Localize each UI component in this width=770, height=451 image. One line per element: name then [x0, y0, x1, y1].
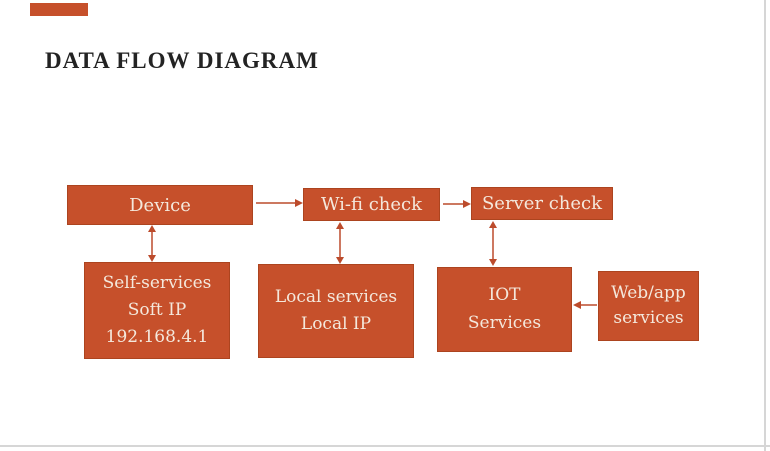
node-self-services-line2: Soft IP: [127, 299, 187, 320]
node-web-app-services: Web/app services: [598, 271, 699, 341]
page-border-right: [764, 0, 766, 451]
node-wifi-check-label: Wi-fi check: [320, 194, 423, 215]
node-device-label: Device: [129, 194, 191, 216]
arrow-wifi-check-local-services-bidirectional: [336, 222, 344, 264]
node-iot-services: IOT Services: [437, 267, 572, 352]
arrow-server-check-iot-services-bidirectional: [489, 221, 497, 266]
arrow-device-self-services-bidirectional: [148, 225, 156, 262]
accent-bar: [30, 3, 88, 16]
arrow-device-to-wifi-check: [256, 199, 303, 207]
node-wifi-check: Wi-fi check: [303, 188, 440, 221]
arrow-web-app-services-to-iot-services: [573, 301, 597, 309]
node-web-app-services-line1: Web/app: [611, 282, 686, 303]
node-local-services: Local services Local IP: [258, 264, 414, 358]
node-local-services-line1: Local services: [274, 286, 398, 307]
page-border-bottom: [0, 445, 770, 447]
node-iot-services-line2: Services: [467, 312, 542, 333]
node-server-check-label: Server check: [481, 193, 603, 214]
node-iot-services-line1: IOT: [488, 285, 521, 306]
node-self-services: Self-services Soft IP 192.168.4.1: [84, 262, 230, 359]
node-server-check: Server check: [471, 187, 613, 220]
node-self-services-line1: Self-services: [102, 272, 212, 293]
node-device: Device: [67, 185, 253, 225]
arrow-wifi-check-to-server-check: [443, 200, 471, 208]
node-web-app-services-line2: services: [613, 308, 684, 328]
page-title: DATA FLOW DIAGRAM: [45, 48, 319, 73]
node-local-services-line2: Local IP: [300, 314, 372, 334]
node-self-services-line3: 192.168.4.1: [105, 327, 209, 348]
